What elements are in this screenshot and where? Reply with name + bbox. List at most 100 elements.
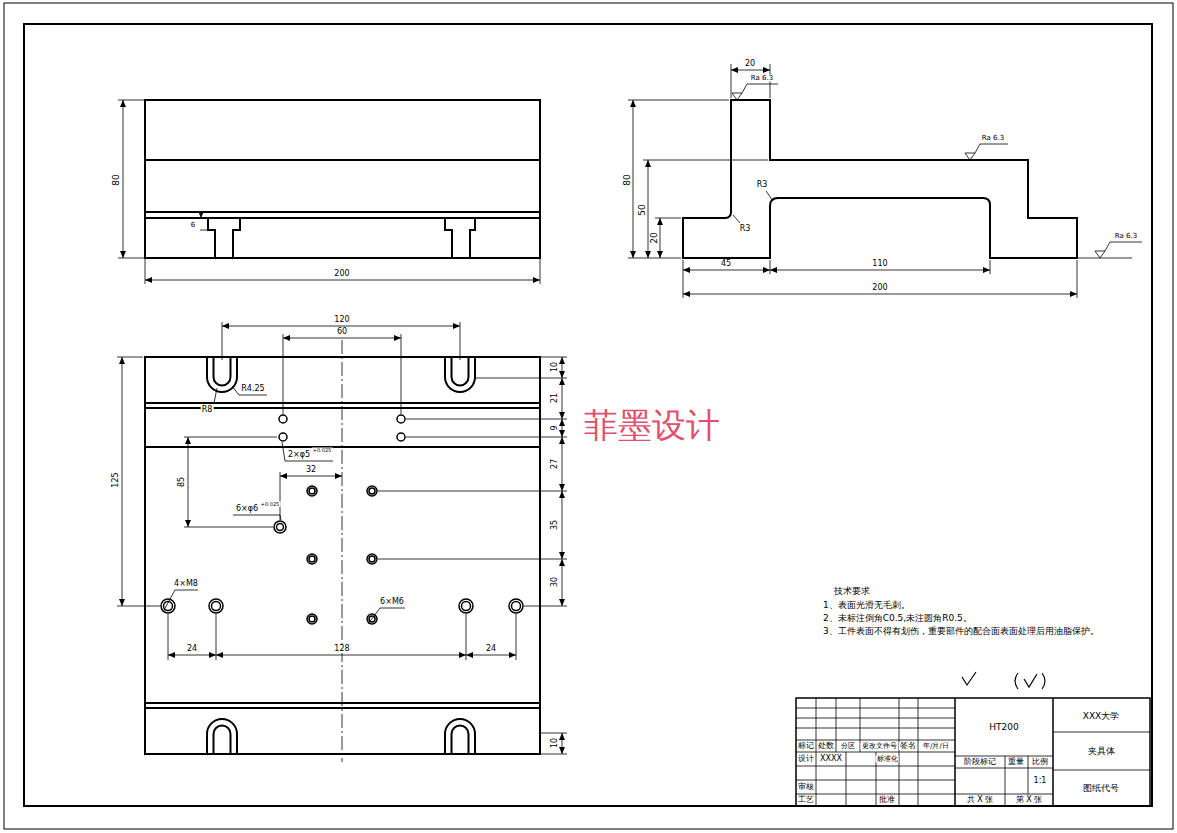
- table-cell: 比例: [1031, 758, 1049, 766]
- drawing-line: [118, 100, 145, 101]
- drawing-line: [117, 606, 160, 607]
- drawing-line: [367, 486, 377, 496]
- drawing-line: [1042, 673, 1045, 689]
- dimension-text: 20: [744, 60, 756, 68]
- drawing-line: [378, 559, 567, 560]
- drawing-line: [460, 322, 461, 360]
- drawing-line: [965, 144, 1008, 160]
- drawing-line: [232, 386, 267, 395]
- drawing-line: [145, 100, 540, 258]
- note-text: 3、工件表面不得有划伤，重要部件的配合面表面处理后用油脂保护。: [822, 627, 1100, 636]
- drawing-line: [309, 616, 315, 622]
- table-cell: 重量: [1007, 758, 1025, 766]
- dimension-text: 85: [178, 476, 186, 488]
- side-view: [683, 100, 1077, 258]
- sheet-frame: [4, 3, 1173, 829]
- drawing-line: [214, 357, 231, 386]
- dimension-text: 200: [871, 284, 888, 292]
- drawing-line: [309, 488, 315, 494]
- drawing-line: [280, 472, 281, 520]
- drawing-line: [201, 211, 202, 218]
- table-cell: 更改文件号: [861, 743, 898, 750]
- drawing-line: [770, 260, 771, 274]
- drawing-line: [188, 437, 189, 527]
- drawing-line: [918, 698, 919, 806]
- drawing-line: [683, 294, 1077, 295]
- dimension-text: 80: [623, 173, 632, 186]
- drawing-line: [280, 476, 342, 477]
- drawing-line: [516, 614, 517, 660]
- plan-view: [145, 357, 540, 754]
- drawing-line: [766, 191, 773, 201]
- title-block: [796, 698, 1150, 806]
- drawing-line: [628, 258, 681, 259]
- table-cell: 第 X 张: [1015, 796, 1044, 804]
- dimension-text: 10: [551, 361, 559, 373]
- dimension-text: 45: [720, 260, 732, 268]
- dimension-text: 125: [112, 471, 120, 488]
- drawing-line: [466, 655, 516, 656]
- drawing-line: [378, 491, 567, 492]
- drawing-line: [655, 218, 681, 219]
- drawing-line: [1077, 258, 1132, 259]
- dimension-text: 21: [551, 392, 559, 404]
- drawing-line: [145, 159, 540, 161]
- hole-callout: 6×M6: [379, 598, 405, 606]
- drawing-line: [145, 402, 540, 404]
- drawing-line: [796, 708, 955, 709]
- drawing-line: [307, 554, 317, 564]
- table-cell: 图纸代号: [1082, 784, 1120, 793]
- drawing-line: [733, 215, 740, 223]
- drawing-line: [145, 357, 540, 754]
- drawing-line: [1005, 756, 1006, 806]
- drawing-line: [1015, 673, 1018, 689]
- roughness-text: Ra 6.3: [1114, 233, 1138, 240]
- drawing-line: [117, 357, 143, 358]
- drawing-line: [796, 698, 1150, 806]
- note-text: 1、表面光滑无毛刺。: [822, 601, 911, 610]
- drawing-line: [731, 64, 732, 98]
- radius-callout: R3: [756, 181, 769, 189]
- roughness-symbol: [962, 672, 1045, 689]
- drawing-line: [222, 322, 223, 360]
- drawing-line: [168, 614, 169, 660]
- drawing-line: [648, 160, 649, 258]
- drawing-line: [145, 702, 540, 704]
- table-cell: 1:1: [1033, 777, 1048, 785]
- drawing-line: [163, 590, 198, 612]
- drawing-line: [214, 726, 231, 755]
- front-view: [145, 100, 540, 258]
- drawing-line: [307, 614, 317, 624]
- drawing-line: [1024, 674, 1037, 687]
- front-dimensions: [118, 100, 540, 284]
- drawing-line: [1053, 732, 1150, 733]
- hole-callout: 2×φ5: [287, 451, 311, 459]
- drawing-line: [161, 599, 175, 613]
- drawing-line: [216, 614, 217, 660]
- drawing-line: [274, 521, 286, 533]
- dimension-text: 35: [551, 519, 559, 531]
- dimension-text: 110: [871, 260, 888, 268]
- drawing-line: [200, 230, 208, 231]
- drawing-line: [796, 718, 955, 719]
- drawing-line: [836, 698, 837, 752]
- tolerance-text: +0.025: [260, 502, 281, 507]
- drawing-line: [1028, 756, 1029, 794]
- drawing-line: [452, 357, 469, 386]
- drawing-line: [282, 442, 333, 461]
- dimension-text: 24: [186, 645, 198, 653]
- table-cell: 设计: [797, 755, 815, 763]
- table-cell: 签名: [899, 742, 917, 750]
- side-dimensions: [628, 64, 1142, 298]
- plan-dimensions: [117, 322, 567, 762]
- drawing-line: [1053, 770, 1150, 771]
- drawing-line: [955, 756, 1053, 757]
- drawing-line: [770, 270, 990, 271]
- drawing-line: [277, 524, 284, 531]
- radius-callout: R3: [739, 225, 752, 233]
- drawing-line: [562, 491, 563, 559]
- material-text: HT200: [988, 723, 1019, 732]
- drawing-line: [796, 752, 955, 753]
- drawing-line: [118, 258, 145, 259]
